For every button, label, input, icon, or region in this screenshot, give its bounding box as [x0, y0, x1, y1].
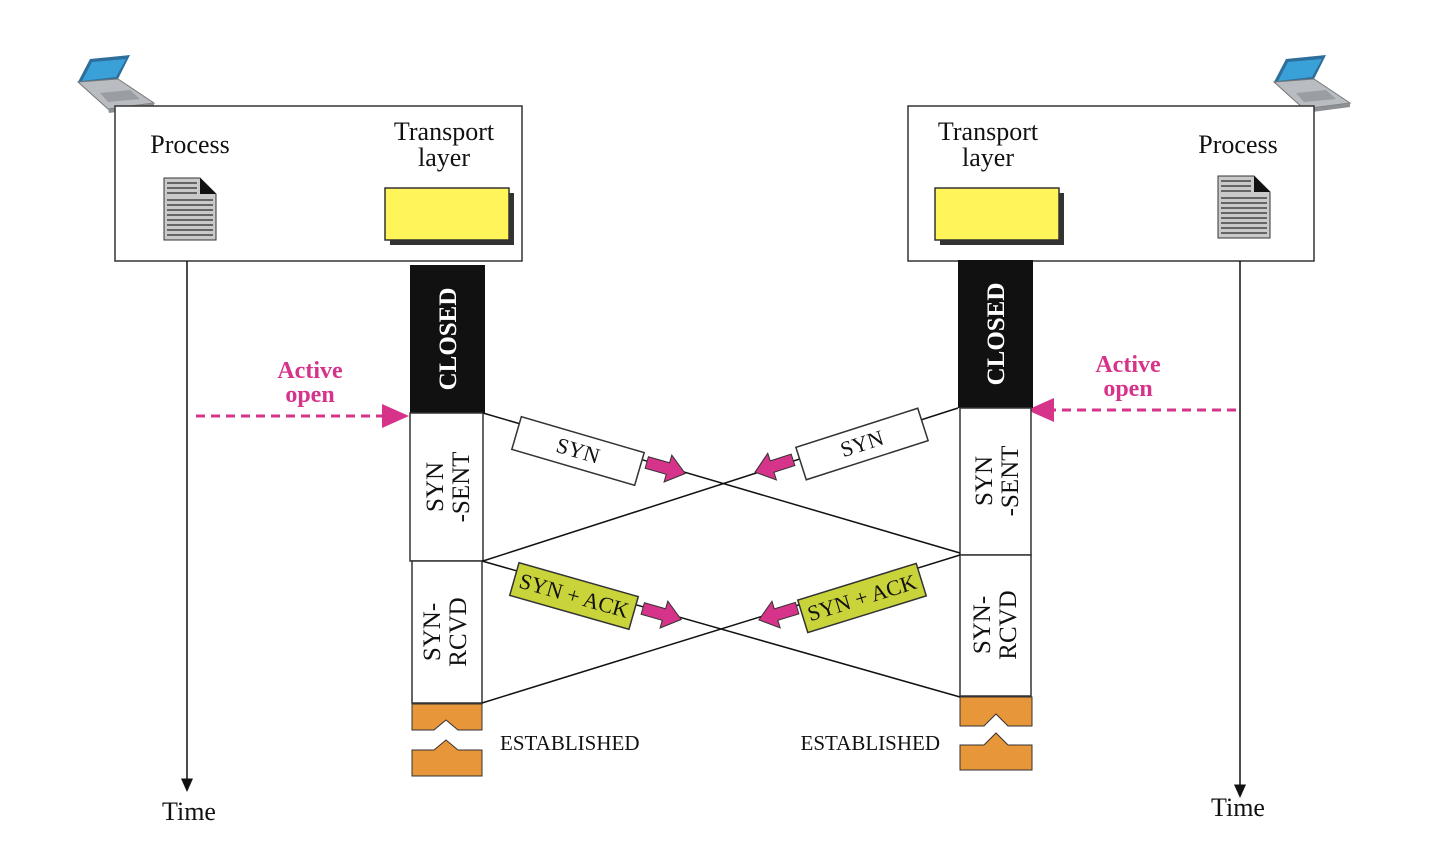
left-transport-label-line1: Transport	[394, 117, 495, 146]
right-host: Transport layer Process Time Active open	[907, 55, 1352, 822]
right-state-syn-rcvd-line1: SYN-	[969, 596, 996, 654]
left-active-open-line2: open	[285, 382, 334, 408]
arrow-icon	[754, 452, 796, 481]
right-transport-label-line1: Transport	[938, 117, 1039, 146]
right-state-syn-rcvd-line2: RCVD	[995, 590, 1022, 659]
synack-message-left: SYN + ACK	[508, 561, 640, 631]
right-transport-label-line2: layer	[962, 143, 1014, 172]
right-established-label: ESTABLISHED	[801, 731, 940, 755]
right-time-label: Time	[1211, 793, 1265, 822]
left-established-label: ESTABLISHED	[500, 731, 639, 755]
left-state-syn-sent-line1: SYN	[422, 462, 449, 512]
synack-message-right: SYN + ACK	[796, 562, 928, 634]
laptop-icon	[1272, 55, 1352, 113]
document-icon	[1217, 175, 1271, 239]
left-active-open-line1: Active	[277, 358, 343, 384]
right-state-closed	[958, 260, 1033, 408]
left-established-icon	[411, 703, 483, 777]
left-state-column: CLOSED SYN -SENT SYN- RCVD ESTABLISHED	[409, 265, 639, 777]
left-host: Process Transport layer Time Active open	[76, 55, 523, 826]
syn-message-left: SYN	[510, 415, 646, 487]
arrow-icon	[644, 453, 687, 483]
right-state-column: CLOSED SYN -SENT SYN- RCVD ESTABLISHED	[801, 260, 1033, 771]
arrow-icon	[758, 600, 800, 629]
left-transport-box	[384, 187, 510, 241]
document-icon	[163, 177, 217, 241]
left-state-syn-sent	[409, 412, 484, 562]
right-established-icon	[959, 696, 1033, 771]
left-state-closed	[410, 265, 485, 413]
laptop-icon	[76, 55, 156, 113]
syn-message-right: SYN	[794, 407, 930, 481]
arrow-icon	[640, 599, 683, 629]
right-transport-box	[934, 187, 1060, 241]
right-state-syn-sent	[959, 407, 1032, 556]
left-state-syn-rcvd-line1: SYN-	[419, 603, 446, 661]
left-process-label: Process	[150, 130, 229, 159]
left-state-syn-sent-line2: -SENT	[448, 452, 475, 523]
right-process-label: Process	[1198, 130, 1277, 159]
left-state-closed-label: CLOSED	[435, 288, 462, 391]
left-time-label: Time	[162, 797, 216, 826]
right-state-syn-sent-line1: SYN	[971, 456, 998, 506]
right-state-syn-rcvd	[959, 554, 1032, 697]
svg-text:SYN + ACK: SYN + ACK	[804, 569, 919, 626]
right-active-open-line1: Active	[1095, 352, 1161, 378]
left-state-syn-rcvd-line2: RCVD	[445, 597, 472, 666]
right-state-closed-label: CLOSED	[983, 283, 1010, 386]
left-transport-label-line2: layer	[418, 143, 470, 172]
left-state-syn-rcvd	[411, 560, 483, 704]
svg-text:SYN + ACK: SYN + ACK	[517, 568, 632, 623]
right-state-syn-sent-line2: -SENT	[997, 446, 1024, 517]
right-active-open-line2: open	[1103, 376, 1152, 402]
